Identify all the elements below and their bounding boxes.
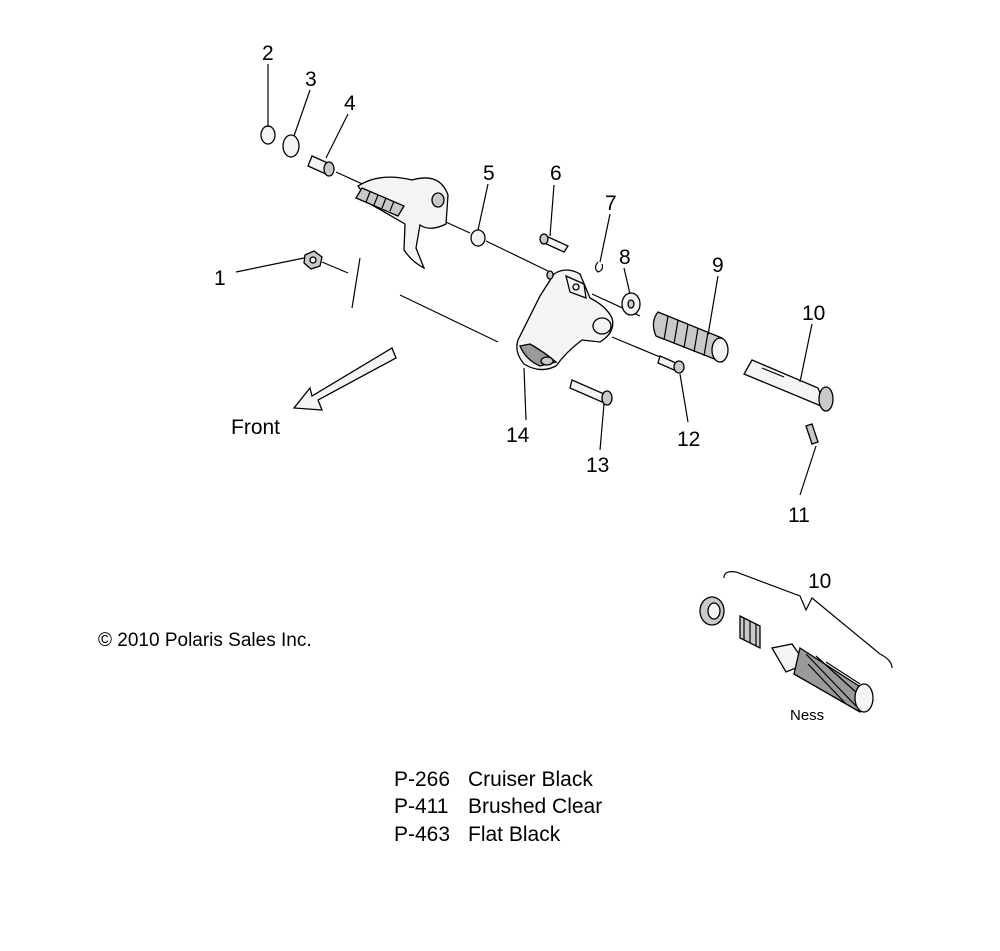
callout-1: 1 (214, 267, 226, 290)
shift-lever-assembly (355, 176, 449, 270)
callout-4: 4 (344, 92, 356, 115)
callout-5: 5 (483, 162, 495, 185)
callout-3: 3 (305, 68, 317, 91)
part-8-washer (621, 292, 641, 316)
callout-14: 14 (506, 424, 530, 447)
part-14-peg-mount (516, 269, 614, 371)
callout-13: 13 (586, 454, 609, 477)
leader-lines (235, 64, 817, 496)
finish-code-list: P-266 Cruiser Black P-411 Brushed Clear … (394, 768, 602, 846)
callout-10: 10 (802, 302, 825, 325)
part-11-cotter-pin (805, 423, 819, 445)
part-3-washer (282, 134, 300, 158)
callout-6: 6 (550, 162, 562, 185)
finish-name-1: Brushed Clear (468, 795, 602, 818)
callout-numbers: 1 2 3 4 5 6 7 8 9 10 11 12 13 14 10 (214, 42, 831, 593)
part-1-nut (303, 250, 323, 270)
callout-9: 9 (712, 254, 724, 277)
callout-8: 8 (619, 246, 631, 269)
callout-10-inset: 10 (808, 570, 831, 593)
copyright-text: © 2010 Polaris Sales Inc. (98, 630, 312, 651)
part-9-footpeg-rubber (652, 311, 729, 363)
callout-2: 2 (262, 42, 274, 65)
finish-name-2: Flat Black (468, 823, 561, 846)
front-label: Front (231, 416, 280, 439)
part-5-o-ring (470, 229, 486, 247)
finish-name-0: Cruiser Black (468, 768, 593, 791)
part-10-footpeg-pin (743, 359, 834, 412)
part-6-clevis-pin (539, 233, 569, 253)
front-direction-arrow (292, 347, 397, 411)
ness-inset-parts (699, 571, 893, 713)
part-13-bolt (569, 379, 613, 406)
finish-code-2: P-463 (394, 823, 450, 846)
part-4-bushing (307, 155, 335, 177)
finish-code-0: P-266 (394, 768, 450, 791)
callout-7: 7 (605, 192, 617, 215)
part-12-bolt (657, 355, 685, 374)
finish-code-1: P-411 (394, 795, 448, 818)
part-7-clip (594, 261, 604, 273)
callout-11: 11 (788, 504, 810, 527)
callout-12: 12 (677, 428, 700, 451)
ness-label: Ness (790, 707, 824, 724)
part-2-retaining-ring (260, 125, 276, 145)
